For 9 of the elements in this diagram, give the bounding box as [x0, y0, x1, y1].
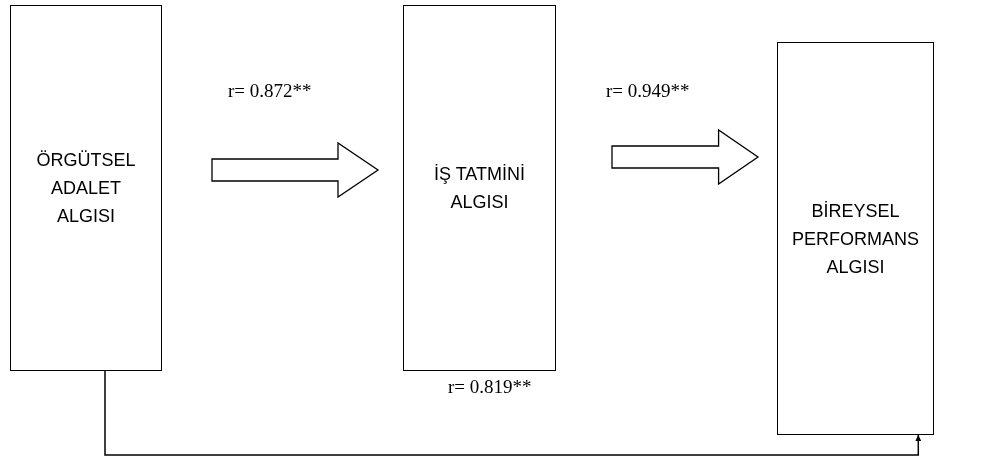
arrow [104, 370, 922, 456]
block-arrow [211, 141, 380, 199]
node-label: ÖRGÜTSEL ADALET ALGISI [35, 149, 137, 228]
node-label: BİREYSEL PERFORMANS ALGISI [791, 199, 920, 279]
block-arrow [611, 128, 760, 186]
process-box [403, 5, 556, 371]
process-box [10, 5, 162, 371]
node-label: İŞ TATMİNİ ALGISI [433, 163, 526, 214]
process-box [777, 42, 934, 435]
